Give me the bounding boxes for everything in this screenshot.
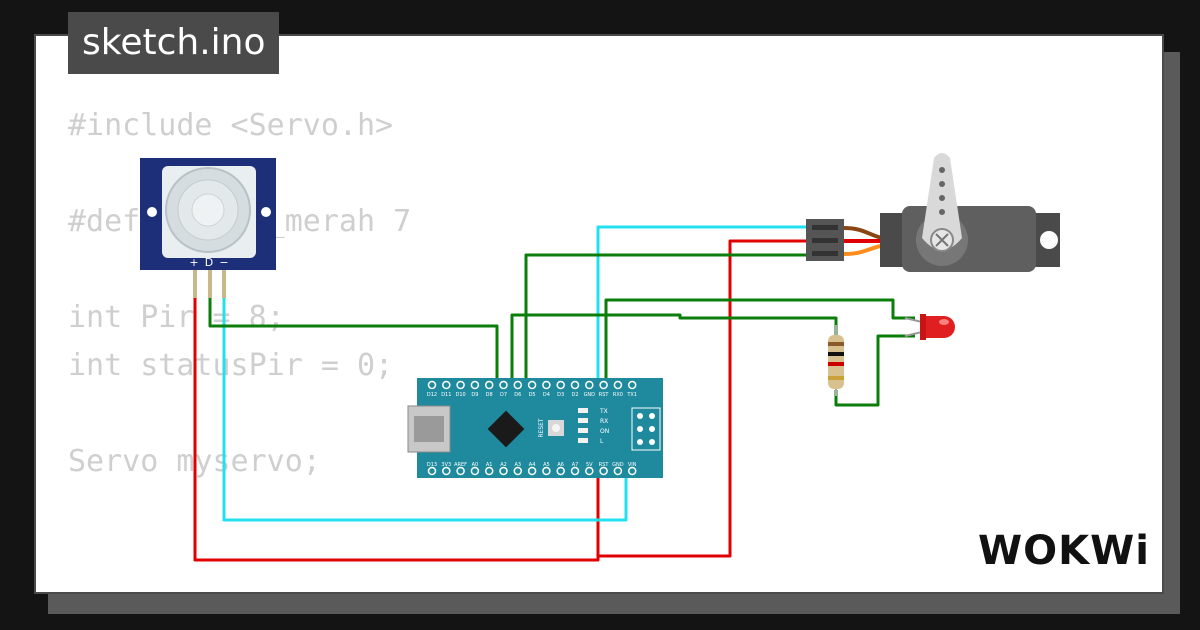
pir-sensor[interactable] xyxy=(140,158,276,298)
servo-motor[interactable] xyxy=(806,153,1060,272)
nano-bottom-pin-label: A0 xyxy=(472,462,479,468)
nano-top-pin-pad[interactable] xyxy=(527,380,537,390)
pir-pin-label: D xyxy=(205,256,213,269)
nano-bottom-pin-pad[interactable] xyxy=(627,466,637,476)
code-line: int statusPir = 0; xyxy=(68,348,394,383)
nano-bottom-pin-label: A7 xyxy=(572,462,579,468)
wokwi-logo: WOKWi xyxy=(978,528,1150,574)
nano-top-pin-pad[interactable] xyxy=(513,380,523,390)
nano-top-pin-pad[interactable] xyxy=(556,380,565,390)
nano-top-pin-pad[interactable] xyxy=(585,380,594,390)
icsp-pin xyxy=(637,426,643,432)
nano-bottom-pin-pad[interactable] xyxy=(427,466,437,476)
nano-top-pin-label: D3 xyxy=(557,392,564,398)
nano-bottom-pin-label: AREF xyxy=(454,462,467,468)
nano-bottom-pin-pad[interactable] xyxy=(556,466,565,476)
nano-bottom-pin-label: GND xyxy=(612,462,624,468)
nano-icsp-pins xyxy=(637,413,655,445)
nano-bottom-pin-pad[interactable] xyxy=(599,466,608,476)
nano-top-pin-label: RST xyxy=(599,392,610,398)
code-line: Servo myservo; xyxy=(68,444,321,479)
icsp-pin xyxy=(649,439,655,445)
nano-bottom-pin-pad[interactable] xyxy=(513,466,523,476)
nano-top-pin-pad[interactable] xyxy=(470,380,480,390)
nano-top-pin-label: D8 xyxy=(486,392,493,398)
nano-top-pin-pad[interactable] xyxy=(484,380,494,390)
nano-bottom-pin-label: A6 xyxy=(557,462,564,468)
nano-bottom-pin-label: A2 xyxy=(500,462,507,468)
nano-bottom-pin-label: A5 xyxy=(543,462,550,468)
nano-top-pin-label: GND xyxy=(584,392,596,398)
nano-top-pin-label: D12 xyxy=(427,392,437,398)
icsp-pin xyxy=(649,426,655,432)
wire-servo-signal[interactable] xyxy=(524,253,808,384)
nano-bottom-pin-label: A1 xyxy=(486,462,493,468)
nano-top-pin-pad[interactable] xyxy=(442,380,451,390)
nano-top-pin-pad[interactable] xyxy=(613,380,623,390)
nano-top-pin-pad[interactable] xyxy=(627,380,637,390)
nano-bottom-pin-label: 5V xyxy=(586,462,593,468)
nano-top-pin-label: RX0 xyxy=(613,392,623,398)
wire-resistor-led[interactable] xyxy=(834,334,915,407)
nano-bottom-pin-pad[interactable] xyxy=(484,466,494,476)
nano-bottom-pin-pad[interactable] xyxy=(470,466,480,476)
led-label-rx: RX xyxy=(600,418,608,425)
nano-top-pin-label: D9 xyxy=(471,392,478,398)
nano-top-pin-pad[interactable] xyxy=(427,380,437,390)
nano-top-pin-pad[interactable] xyxy=(499,380,508,390)
pir-pin-label: + xyxy=(189,256,198,269)
nano-top-pin-pad[interactable] xyxy=(456,380,465,390)
nano-top-pin-label: TX1 xyxy=(626,392,637,398)
nano-top-pin-label: D7 xyxy=(500,392,507,398)
wire-pir-gnd[interactable] xyxy=(222,270,628,522)
nano-bottom-pin-label: VIN xyxy=(628,462,637,468)
icsp-pin xyxy=(637,413,643,419)
wire-pir-signal[interactable] xyxy=(208,270,499,384)
nano-bottom-pin-pad[interactable] xyxy=(585,466,594,476)
led-label-tx: TX xyxy=(599,408,608,415)
nano-top-pin-label: D4 xyxy=(543,392,550,398)
nano-bottom-pin-pad[interactable] xyxy=(442,466,451,476)
nano-bottom-pin-pad[interactable] xyxy=(456,466,465,476)
code-line: #include <Servo.h> xyxy=(68,108,394,143)
red-led[interactable] xyxy=(904,314,955,340)
led-label-on: ON xyxy=(600,428,609,435)
nano-top-pin-label: D11 xyxy=(441,392,451,398)
nano-bottom-pin-label: A3 xyxy=(514,462,521,468)
nano-bottom-pin-label: D13 xyxy=(427,462,437,468)
nano-top-pin-pad[interactable] xyxy=(599,380,608,390)
nano-bottom-pin-label: 3V3 xyxy=(441,462,451,468)
nano-bottom-pin-pad[interactable] xyxy=(527,466,537,476)
file-tab[interactable]: sketch.ino xyxy=(68,12,280,74)
icsp-pin xyxy=(649,413,655,419)
wire-led-anode[interactable] xyxy=(510,313,838,384)
wire-servo-vcc[interactable] xyxy=(598,239,808,558)
wire-servo-gnd[interactable] xyxy=(596,225,808,384)
led-label-l: L xyxy=(600,438,604,445)
arduino-nano[interactable] xyxy=(407,378,663,478)
nano-bottom-pin-label: A4 xyxy=(529,462,536,468)
nano-bottom-pin-pad[interactable] xyxy=(499,466,508,476)
pir-pin-label: − xyxy=(219,256,228,269)
code-line: int Pir = 8; xyxy=(68,300,285,335)
nano-top-pin-label: D10 xyxy=(455,392,465,398)
wire-pir-vcc[interactable] xyxy=(193,270,600,562)
wire-led-cathode[interactable] xyxy=(604,298,915,384)
nano-bottom-pin-pad[interactable] xyxy=(542,466,551,476)
nano-top-pin-pad[interactable] xyxy=(542,380,551,390)
nano-top-pin-pad[interactable] xyxy=(570,380,580,390)
nano-top-pin-label: D2 xyxy=(571,392,578,398)
resistor[interactable] xyxy=(828,325,844,396)
nano-top-pin-label: D5 xyxy=(529,392,536,398)
reset-label: RESET xyxy=(538,418,545,438)
nano-bottom-pin-pad[interactable] xyxy=(613,466,623,476)
icsp-pin xyxy=(637,439,643,445)
nano-top-pin-label: D6 xyxy=(514,392,521,398)
nano-bottom-pin-pad[interactable] xyxy=(570,466,580,476)
nano-bottom-pin-label: RST xyxy=(599,462,610,468)
